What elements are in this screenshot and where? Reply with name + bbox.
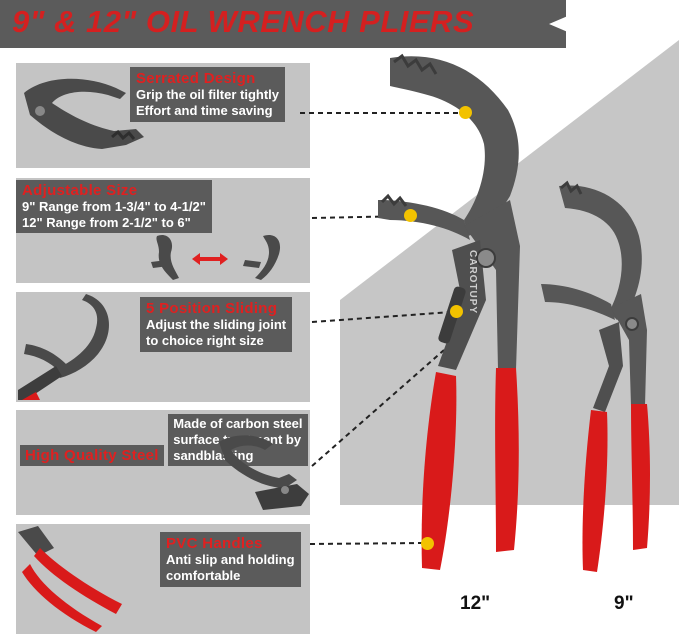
connector-adjustable	[311, 215, 409, 219]
feature-line: to choice right size	[146, 333, 264, 348]
feature-label-adjustable: Adjustable Size 9" Range from 1-3/4" to …	[16, 180, 212, 233]
feature-line: 12" Range from 2-1/2" to 6"	[22, 215, 191, 230]
callout-dot-serrated	[459, 106, 472, 119]
size-label-12: 12"	[460, 593, 491, 614]
callout-dot-adjustable	[404, 209, 417, 222]
double-arrow-icon	[192, 253, 228, 265]
feature-line: Made of carbon steel	[173, 416, 303, 431]
feature-heading: Serrated Design	[136, 70, 256, 87]
page-title: 9" & 12" OIL WRENCH PLIERS	[12, 4, 475, 39]
connector-pvc	[309, 542, 426, 545]
title-band	[0, 0, 566, 48]
feature-heading: PVC Handles	[166, 535, 263, 552]
callout-dot-sliding	[450, 305, 463, 318]
feature-line: Grip the oil filter tightly	[136, 87, 279, 102]
feature-heading: Adjustable Size	[22, 182, 138, 199]
steel-plier-head-image	[219, 435, 309, 510]
feature-line: Anti slip and holding	[166, 552, 295, 567]
feature-label-serrated: Serrated Design Grip the oil filter tigh…	[130, 67, 285, 122]
feature-line: comfortable	[166, 568, 241, 583]
connector-steel	[311, 349, 445, 467]
plier-12-inch-image	[378, 53, 520, 570]
plier-jaw-closeup-image	[24, 78, 144, 149]
size-label-9: 9"	[614, 593, 634, 614]
feature-line: 9" Range from 1-3/4" to 4-1/2"	[22, 199, 206, 214]
feature-label-pvc: PVC Handles Anti slip and holding comfor…	[160, 532, 301, 587]
feature-heading: High Quality Steel	[20, 445, 164, 466]
feature-heading: 5 Position Sliding	[146, 300, 278, 317]
jaw-open-close-image	[151, 234, 281, 280]
brand-text-12: CAROTUPY	[467, 250, 478, 315]
sliding-joint-image	[18, 294, 110, 400]
feature-line: Effort and time saving	[136, 103, 273, 118]
plier-9-inch-image	[541, 180, 650, 572]
pvc-handle-image	[18, 526, 122, 632]
callout-dot-pvc	[421, 537, 434, 550]
feature-label-sliding: 5 Position Sliding Adjust the sliding jo…	[140, 297, 293, 352]
feature-line: Adjust the sliding joint	[146, 317, 287, 332]
